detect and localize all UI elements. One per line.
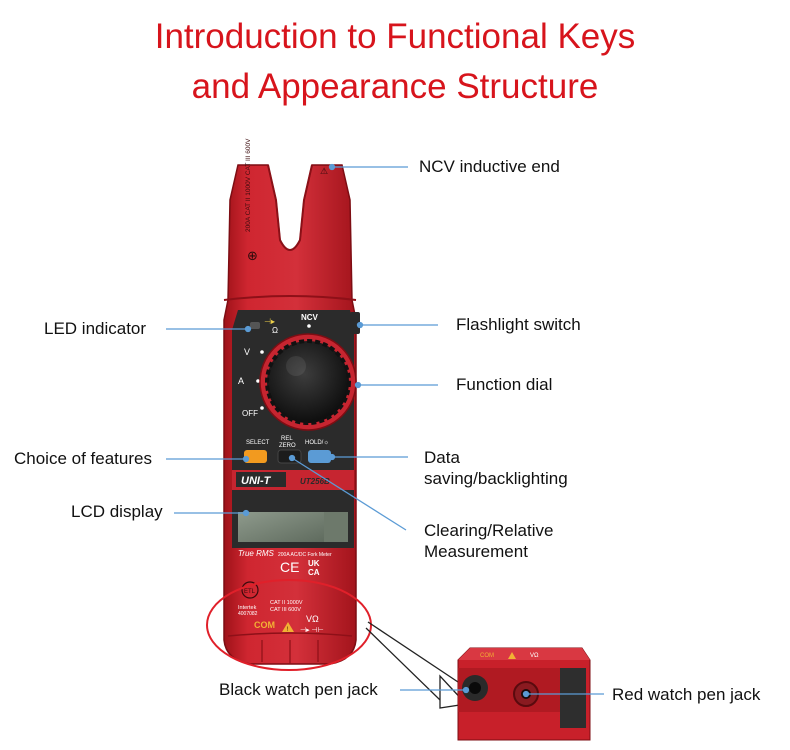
ncv-tip-mark-icon: ⚠ <box>320 166 328 176</box>
v-ohm-label: VΩ <box>306 614 319 624</box>
dial-off-label: OFF <box>242 409 258 418</box>
ukca-mark-line-2: CA <box>308 568 320 577</box>
diode-icon: ⊣▸ <box>264 317 275 326</box>
ohm-symbol: Ω <box>272 326 278 335</box>
title-line-2: and Appearance Structure <box>191 67 599 106</box>
leader-lines <box>166 163 604 698</box>
callout-led: LED indicator <box>44 319 147 338</box>
zoom-arrow <box>365 621 471 709</box>
svg-text:ETL: ETL <box>244 589 256 595</box>
ncv-label: NCV <box>301 313 319 322</box>
plus-mark-icon: ⊕ <box>247 248 258 263</box>
rel-button-label-1: REL <box>281 436 293 442</box>
meter-description: 200A AC/DC Fork Meter <box>278 552 332 558</box>
callout-dial: Function dial <box>456 375 553 394</box>
title-line-1: Introduction to Functional Keys <box>154 17 636 56</box>
cat-rating-1: CAT II 1000V <box>270 600 303 606</box>
ukca-mark-line-1: UK <box>308 559 320 568</box>
callout-data-1: Data <box>424 448 460 467</box>
function-dial[interactable] <box>259 333 357 431</box>
select-button-label: SELECT <box>246 440 270 446</box>
svg-text:!: ! <box>287 627 289 633</box>
diode-fuse-icon: ⊣▸ ⊣⊢ <box>300 627 324 634</box>
callout-lcd: LCD display <box>71 502 163 521</box>
callout-black-jack: Black watch pen jack <box>219 680 378 699</box>
callout-features: Choice of features <box>14 449 152 468</box>
jaw-spec-text: 200A CAT II 1000V CAT III 600V <box>245 138 252 232</box>
lcd-side-segment <box>324 512 348 542</box>
dial-a-label: A <box>238 376 244 386</box>
cert-number: 4007082 <box>238 611 258 617</box>
callout-red-jack: Red watch pen jack <box>612 685 761 704</box>
callout-data-2: saving/backlighting <box>424 469 568 488</box>
led-indicator <box>250 322 260 329</box>
svg-text:VΩ: VΩ <box>530 653 539 659</box>
lcd-display <box>238 512 324 542</box>
model-label: UT256B <box>300 477 330 486</box>
com-label: COM <box>254 620 275 630</box>
hold-button-label: HOLD/☼ <box>305 440 329 446</box>
intertek-label: Intertek <box>238 605 257 611</box>
callout-clearing-1: Clearing/Relative <box>424 521 554 540</box>
warning-icon <box>282 622 294 632</box>
hold-backlight-button[interactable] <box>308 450 331 463</box>
callout-clearing-2: Measurement <box>424 542 528 561</box>
callout-ncv: NCV inductive end <box>419 157 560 176</box>
brand-logo: UNI-T <box>241 475 272 487</box>
jack-highlight-ellipse <box>206 579 372 671</box>
true-rms-label: True RMS <box>238 549 275 558</box>
svg-text:COM: COM <box>480 653 494 659</box>
ce-mark: CE <box>280 559 299 575</box>
etl-mark-icon <box>241 581 259 599</box>
callout-flashlight: Flashlight switch <box>456 315 581 334</box>
flashlight-switch[interactable] <box>350 312 360 334</box>
select-button[interactable] <box>244 450 267 463</box>
dial-v-label: V <box>244 347 250 357</box>
cat-rating-2: CAT III 600V <box>270 607 301 613</box>
rel-button-label-2: ZERO <box>279 443 296 449</box>
